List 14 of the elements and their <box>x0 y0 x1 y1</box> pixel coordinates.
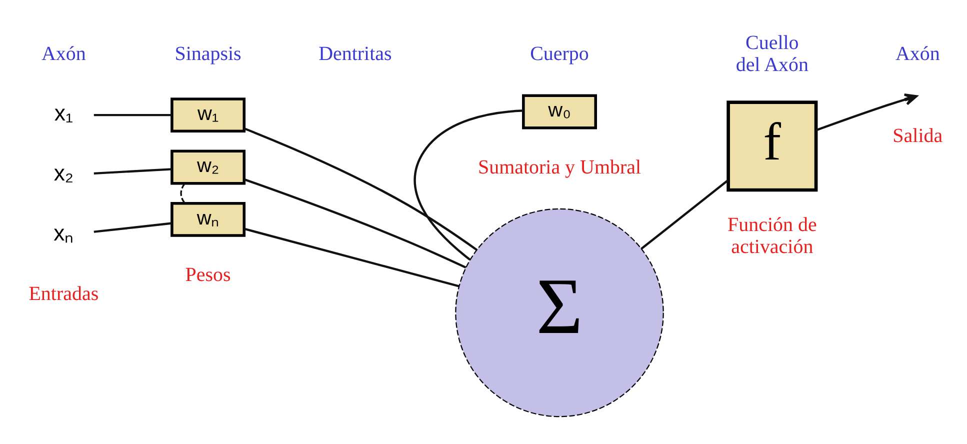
label: Axón <box>894 42 940 64</box>
node-text: x₂ <box>53 160 74 186</box>
label: Pesos <box>184 263 230 286</box>
label: Cuello del Axón <box>735 31 808 76</box>
label: Entradas <box>28 282 98 304</box>
node-text: xₙ <box>53 220 74 246</box>
label: Función de activación <box>727 213 816 258</box>
node-text: x₁ <box>54 100 72 126</box>
label: Salida <box>892 124 942 147</box>
label: Cuerpo <box>530 42 588 64</box>
label: Dentritas <box>318 42 392 64</box>
label: Sumatoria y Umbral <box>477 156 641 178</box>
label: Axón <box>40 42 86 64</box>
label: Sinapsis <box>174 42 241 64</box>
